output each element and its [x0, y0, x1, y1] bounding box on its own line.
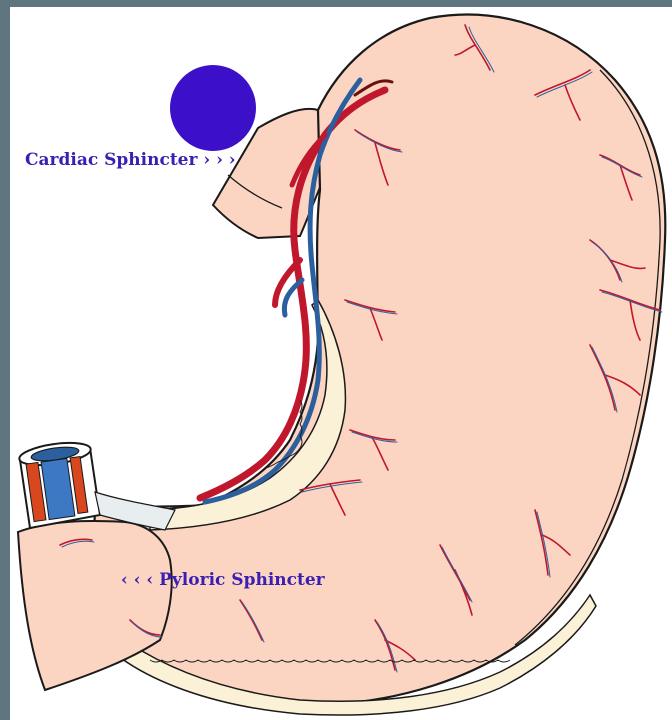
cardiac-marker-dot: [170, 65, 256, 151]
pyloric-sphincter-label: ‹ ‹ ‹ Pyloric Sphincter: [121, 570, 325, 590]
cardiac-sphincter-label: Cardiac Sphincter › › ›: [25, 150, 236, 170]
